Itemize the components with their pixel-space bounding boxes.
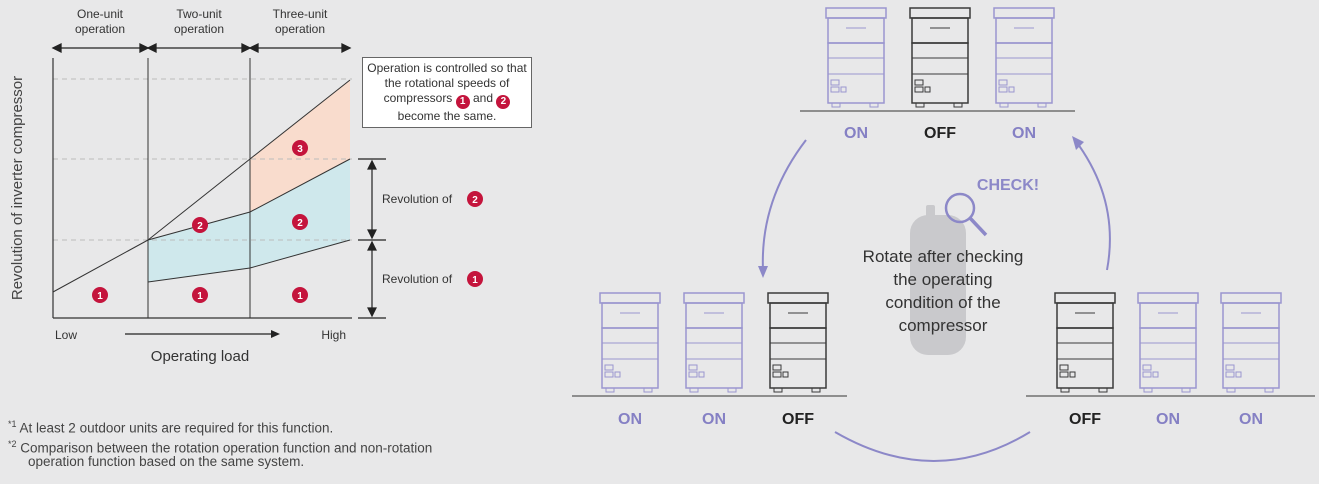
right-status-2: ON — [1156, 411, 1180, 428]
badges: 1 1 1 2 2 3 2 1 — [92, 140, 483, 303]
arrow-head-left — [758, 266, 768, 278]
callout-badge-1: 1 — [455, 95, 470, 109]
phase-label-2a: Two-unit — [176, 7, 222, 21]
top-unit-2 — [909, 7, 971, 108]
two-unit-area — [148, 212, 250, 282]
two-unit-area-3phase — [250, 159, 350, 268]
y-axis-label: Revolution of inverter compressor — [9, 76, 26, 300]
x-low-label: Low — [55, 328, 77, 342]
footnote-1: *1 At least 2 outdoor units are required… — [8, 419, 334, 436]
svg-text:1: 1 — [472, 275, 478, 286]
svg-text:3: 3 — [297, 144, 303, 155]
top-status-1: ON — [844, 125, 868, 142]
svg-text:2: 2 — [197, 221, 203, 232]
arrow-head-right — [1072, 136, 1084, 150]
phase-label-1a: One-unit — [77, 7, 124, 21]
phase-label-3b: operation — [275, 22, 325, 36]
center-text: Rotate after checking the operating cond… — [863, 247, 1024, 335]
top-status-3: ON — [1012, 125, 1036, 142]
revolution-label-2: Revolution of — [382, 192, 453, 206]
revolution-brackets — [358, 158, 386, 319]
magnifier-icon — [944, 192, 988, 237]
bottle-illustration — [910, 205, 966, 355]
left-unit-3 — [767, 292, 829, 393]
right-status-1: OFF — [1069, 411, 1101, 428]
left-status-3: OFF — [782, 411, 814, 428]
right-unit-1 — [1054, 292, 1116, 393]
x-high-label: High — [321, 328, 346, 342]
right-status-3: ON — [1239, 411, 1263, 428]
phase-label-3a: Three-unit — [273, 7, 328, 21]
rotation-arrows — [761, 139, 1111, 462]
left-status-1: ON — [618, 411, 642, 428]
compressor-line-top — [147, 79, 351, 241]
x-axis-label: Operating load — [151, 348, 249, 365]
revolution-label-1: Revolution of — [382, 272, 453, 286]
svg-text:1: 1 — [197, 291, 203, 302]
x-arrow-head — [271, 330, 280, 338]
phase-arrows — [51, 42, 352, 54]
svg-text:Rotate after checking: Rotate after checking — [863, 247, 1024, 266]
compressor-line-1-low — [147, 239, 351, 283]
top-unit-3 — [993, 7, 1055, 108]
svg-text:condition of the: condition of the — [885, 293, 1000, 312]
svg-text:2: 2 — [297, 218, 303, 229]
footnote-2-cont: operation function based on the same sys… — [28, 454, 305, 469]
phase-label-1b: operation — [75, 22, 125, 36]
footnote-2: *2 Comparison between the rotation opera… — [8, 439, 433, 456]
callout-box: Operation is controlled so that the rota… — [362, 57, 532, 128]
right-unit-2 — [1137, 292, 1199, 393]
check-label: CHECK! — [977, 177, 1039, 194]
left-status-2: ON — [702, 411, 726, 428]
top-unit-1 — [825, 7, 887, 108]
phase-label-2b: operation — [174, 22, 224, 36]
callout-badge-2: 2 — [496, 95, 511, 109]
left-unit-2 — [683, 292, 745, 393]
svg-text:1: 1 — [97, 291, 103, 302]
left-unit-1 — [599, 292, 661, 393]
compressor-revolution-chart: One-unit operation Two-unit operation Th… — [9, 7, 483, 365]
top-status-2: OFF — [924, 125, 956, 142]
right-unit-3 — [1220, 292, 1282, 393]
svg-text:the operating: the operating — [893, 270, 992, 289]
rotation-diagram: CHECK! Rotate after checking the operati… — [572, 7, 1315, 462]
svg-text:2: 2 — [472, 195, 478, 206]
svg-text:compressor: compressor — [899, 316, 988, 335]
svg-text:1: 1 — [297, 291, 303, 302]
